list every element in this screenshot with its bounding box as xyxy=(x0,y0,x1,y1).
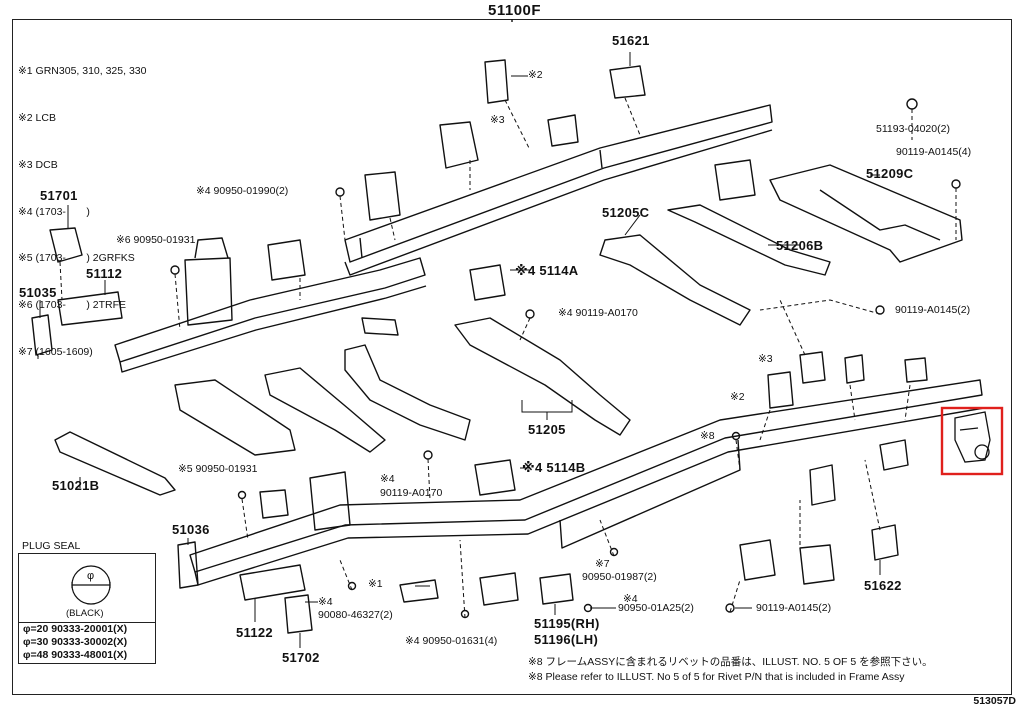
plug-seal-row: φ=20 90333-20001(X) xyxy=(23,623,128,635)
bracket-mid-a xyxy=(267,239,306,281)
note-ref: ※2 xyxy=(730,391,745,403)
crossmember-51209c xyxy=(769,164,963,263)
bracket-51112 xyxy=(57,291,123,326)
part-number-label: 90950-01987(2) xyxy=(582,571,657,583)
bracket-51622 xyxy=(871,524,899,561)
part-number-label: 51193-04020(2) xyxy=(876,123,950,135)
part-number-label: ※6 90950-01931 xyxy=(116,234,196,246)
bracket-3 xyxy=(799,351,826,384)
label-51205c: 51205C xyxy=(602,205,650,220)
label-51209c: 51209C xyxy=(866,166,914,181)
note-line: ※4 (1703- ) xyxy=(18,205,90,218)
bracket-5114a xyxy=(469,264,506,301)
bracket-51035 xyxy=(31,314,53,356)
crossmember-left-b xyxy=(264,367,386,453)
label-51035: 51035 xyxy=(19,285,57,300)
note-ref: ※1 xyxy=(368,578,383,590)
note-ref: ※8 xyxy=(700,430,715,442)
mid-crossmember xyxy=(344,344,471,441)
plug-seal-box xyxy=(18,553,156,623)
note-ref: ※4 xyxy=(318,596,333,608)
footnote-jp: ※8 フレームASSYに含まれるリベットの品番は、ILLUST. NO. 5 O… xyxy=(528,656,933,668)
label-51036: 51036 xyxy=(172,522,210,537)
assembly-code: 51100F xyxy=(488,2,542,19)
label-51701: 51701 xyxy=(40,188,78,203)
label-51195-rh: 51195(RH) xyxy=(534,616,600,631)
plug-seal-row: φ=30 90333-30002(X) xyxy=(23,636,128,648)
hook-mid xyxy=(361,317,399,336)
highlight-box xyxy=(940,406,1004,476)
bracket-2 xyxy=(767,371,794,409)
label-51021b: 51021B xyxy=(52,478,100,493)
bracket-51122 xyxy=(239,564,306,601)
bracket-front-lower xyxy=(309,471,351,531)
note-line: ※1 GRN305, 310, 325, 330 xyxy=(18,65,147,78)
bracket-51702 xyxy=(284,594,313,634)
part-number-label: 90119-A0145(2) xyxy=(895,304,971,316)
part-number-label: ※4 90119-A0170 xyxy=(558,307,638,319)
part-number-label: ※4 90950-01990(2) xyxy=(196,185,289,197)
bracket-top-c xyxy=(439,121,479,169)
bracket-mid-b xyxy=(714,159,756,201)
label-51205: 51205 xyxy=(528,422,566,437)
note-line: ※7 (1605-1609) xyxy=(18,345,93,358)
upper-front-rail xyxy=(114,257,426,363)
upper-side-rail xyxy=(344,104,773,263)
lower-side-rail xyxy=(189,379,983,573)
illustration-code: 513057D xyxy=(973,695,1016,707)
note-ref: ※2 xyxy=(528,69,543,81)
crossmember-51206b xyxy=(667,204,831,276)
plug-seal-color: (BLACK) xyxy=(66,608,104,619)
label-51206b: 51206B xyxy=(776,238,824,253)
bracket-51621 xyxy=(609,65,646,99)
bracket-top-a xyxy=(484,59,509,104)
bracket-51195 xyxy=(539,573,574,605)
part-number-label: 90119-A0145(4) xyxy=(896,146,972,158)
part-number-label: ※5 90950-01931 xyxy=(178,463,258,475)
label-51702: 51702 xyxy=(282,650,320,665)
note-ref: ※4 xyxy=(623,593,638,605)
footnotes: ※8 フレームASSYに含まれるリベットの品番は、ILLUST. NO. 5 O… xyxy=(528,655,933,685)
bracket-5114b xyxy=(474,459,516,496)
note-ref: ※3 xyxy=(758,353,773,365)
plug-seal-title: PLUG SEAL xyxy=(22,540,81,552)
part-number-label: 90080-46327(2) xyxy=(318,609,393,621)
bracket-51036 xyxy=(177,541,199,589)
part-number-label: 90950-01A25(2) xyxy=(618,602,694,614)
label-5114b: ※4 5114B xyxy=(522,460,586,475)
note-line: ※2 LCB xyxy=(18,111,56,124)
label-5114a: ※4 5114A xyxy=(515,263,579,278)
note-line: ※3 DCB xyxy=(18,158,58,171)
label-51196-lh: 51196(LH) xyxy=(534,632,599,647)
bracket-top-d xyxy=(364,171,401,221)
diameter-symbol: φ xyxy=(87,570,95,582)
label-51621: 51621 xyxy=(612,33,650,48)
applicability-notes: ※1 GRN305, 310, 325, 330 ※2 LCB ※3 DCB ※… xyxy=(18,33,146,392)
crossmember-51021b xyxy=(54,431,176,496)
label-51622: 51622 xyxy=(864,578,902,593)
bracket-51701 xyxy=(49,227,83,263)
note-ref: ※4 xyxy=(380,473,395,485)
bracket-top-b xyxy=(547,114,579,147)
hook-1 xyxy=(399,579,439,603)
label-51112: 51112 xyxy=(86,266,123,281)
plug-seal-row: φ=48 90333-48001(X) xyxy=(23,649,128,661)
note-ref: ※3 xyxy=(490,114,505,126)
front-bracket xyxy=(184,257,233,326)
part-number-label: ※4 90950-01631(4) xyxy=(405,635,498,647)
label-51122: 51122 xyxy=(236,625,273,640)
part-number-label: 90119-A0170 xyxy=(380,487,443,499)
plug-seal-table: φ=20 90333-20001(X) φ=30 90333-30002(X) … xyxy=(18,622,156,664)
footnote-en: ※8 Please refer to ILLUST. No 5 of 5 for… xyxy=(528,671,905,683)
part-number-label: 90119-A0145(2) xyxy=(756,602,832,614)
crossmember-51205 xyxy=(454,317,631,436)
crossmember-left-a xyxy=(174,379,296,456)
note-ref: ※7 xyxy=(595,558,610,570)
crossmember-51205c xyxy=(599,234,751,326)
